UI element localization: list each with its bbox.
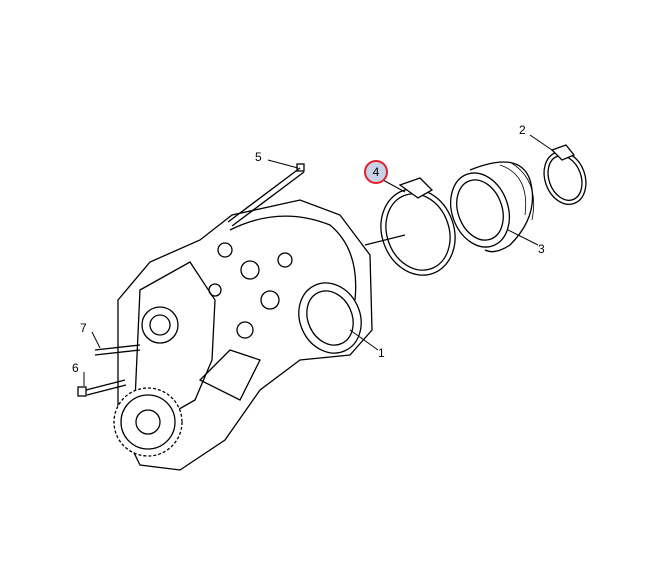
oil-pump-gear <box>113 387 183 457</box>
pin-7 <box>94 344 141 356</box>
transfer-case-housing <box>117 199 373 471</box>
callout-2: 2 <box>519 123 526 137</box>
callout-7: 7 <box>80 321 87 335</box>
leader-lines <box>83 134 553 386</box>
clamp-2 <box>543 144 587 205</box>
callout-5: 5 <box>255 150 262 164</box>
callout-1: 1 <box>378 346 385 360</box>
boot-3 <box>450 161 535 253</box>
callout-3: 3 <box>538 242 545 256</box>
callout-6: 6 <box>72 361 79 375</box>
clamp-4 <box>380 177 456 276</box>
callout-4-highlighted[interactable]: 4 <box>364 160 388 184</box>
bolt-6 <box>77 379 127 397</box>
